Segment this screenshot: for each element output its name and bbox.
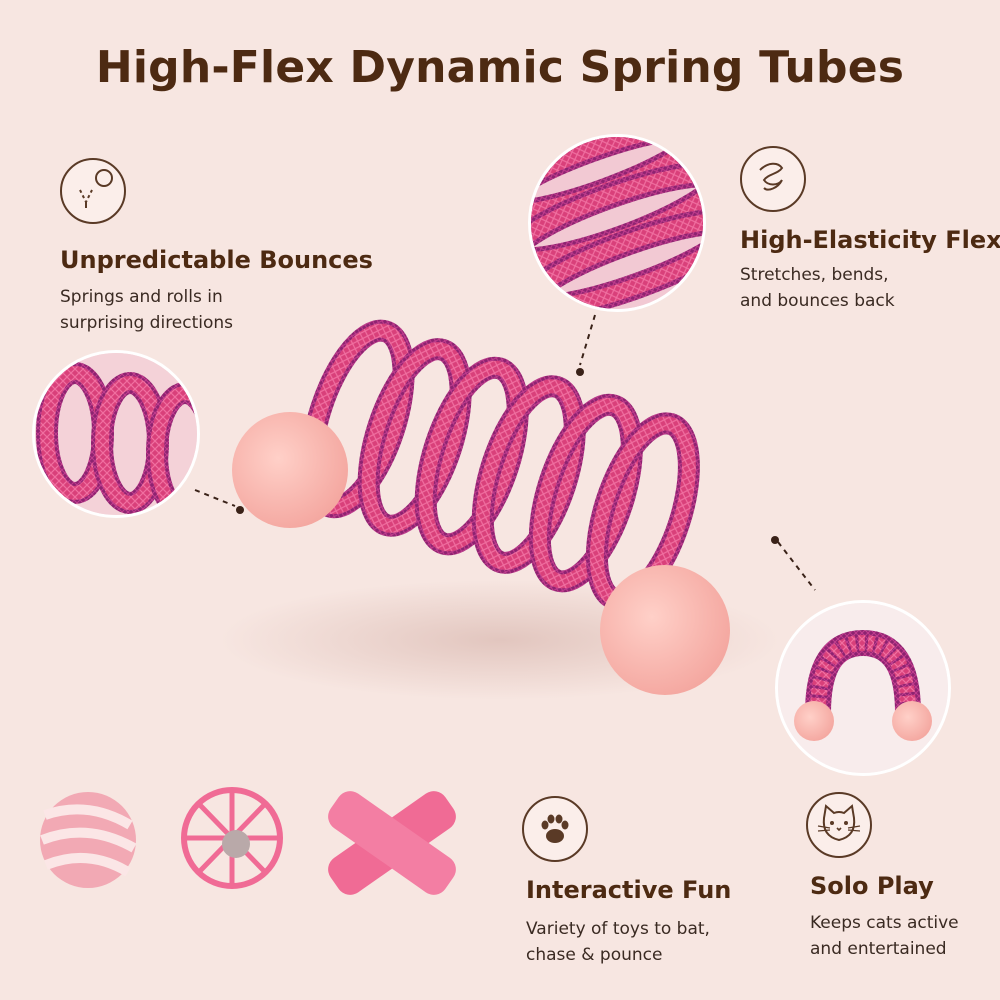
main-spring-tube: [300, 319, 700, 611]
desc-line: surprising directions: [60, 313, 234, 333]
detail-photo-coil-top: [528, 134, 706, 312]
desc-line: Keeps cats active: [810, 913, 959, 933]
connector-dot: [771, 536, 779, 544]
feature-desc-solo: Keeps cats active and entertained: [810, 910, 959, 962]
feature-title-elasticity: High-Elasticity Flex: [740, 226, 1000, 254]
desc-line: Stretches, bends,: [740, 265, 889, 285]
detail-photo-coil-left: [32, 350, 200, 518]
feature-title-bounces: Unpredictable Bounces: [60, 246, 373, 274]
feature-title-solo: Solo Play: [810, 872, 934, 900]
pompom-right: [600, 565, 730, 695]
feature-title-interactive: Interactive Fun: [526, 876, 732, 904]
lattice-bell-ball-toy: [181, 787, 283, 889]
feature-desc-elasticity: Stretches, bends, and bounces back: [740, 262, 895, 314]
paw-icon: [522, 796, 588, 862]
connector-dot: [236, 506, 244, 514]
desc-line: and entertained: [810, 939, 947, 959]
desc-line: Variety of toys to bat,: [526, 919, 710, 939]
bounce-icon: [60, 158, 126, 224]
page-title: High-Flex Dynamic Spring Tubes: [95, 42, 905, 93]
connector-dot: [576, 368, 584, 376]
feature-desc-bounces: Springs and rolls in surprising directio…: [60, 284, 233, 336]
connector-left: [194, 489, 236, 507]
detail-photo-bent-spring: [775, 600, 951, 776]
mesh-cross-tube-toy: [328, 791, 456, 895]
rope-ball-toy: [40, 792, 137, 888]
spring-coil-icon: [740, 146, 806, 212]
connector-top: [579, 314, 596, 366]
pompom-left: [232, 412, 348, 528]
desc-line: and bounces back: [740, 291, 895, 311]
feature-desc-interactive: Variety of toys to bat, chase & pounce: [526, 916, 710, 968]
desc-line: chase & pounce: [526, 945, 663, 965]
desc-line: Springs and rolls in: [60, 287, 223, 307]
cat-face-icon: [806, 792, 872, 858]
connector-right: [777, 541, 816, 591]
